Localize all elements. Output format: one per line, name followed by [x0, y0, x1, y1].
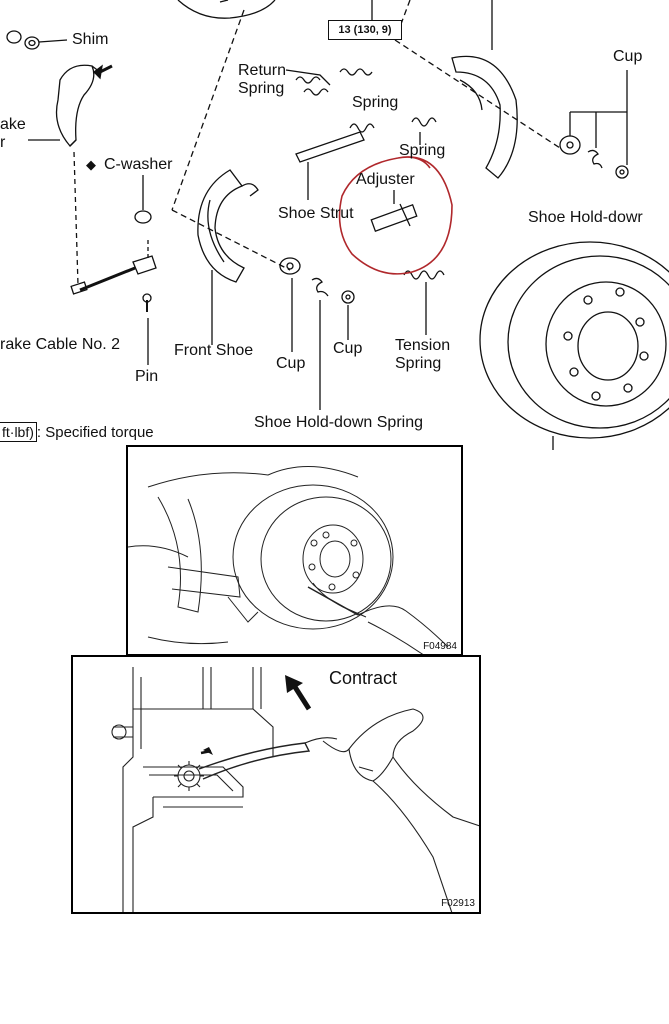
figure-panel-adjuster: Contract F02913 — [71, 655, 481, 914]
label-adjuster: Adjuster — [356, 171, 415, 188]
torque-spec-unit: ft·lbf) — [0, 422, 37, 442]
label-brake-cable: rake Cable No. 2 — [0, 336, 121, 353]
label-cup-right: Cup — [613, 48, 643, 65]
label-brake-lever-part1: ake — [0, 116, 26, 133]
label-cup-left: Cup — [276, 355, 306, 372]
label-shoe-strut: Shoe Strut — [278, 205, 354, 222]
label-pin: Pin — [135, 368, 159, 385]
label-spring-top: Spring — [352, 94, 399, 111]
contract-label: Contract — [329, 668, 398, 688]
label-shoe-hold-down-spring: Shoe Hold-down Spring — [254, 414, 423, 431]
torque-spec-text: : Specified torque — [36, 424, 154, 441]
label-cup-center: Cup — [333, 340, 363, 357]
label-front-shoe: Front Shoe — [174, 342, 254, 359]
label-brake-lever-part2: r — [0, 134, 6, 151]
figure-panel-drum: F04984 — [126, 445, 463, 656]
adjuster-highlight-circle — [338, 156, 453, 275]
label-return-spring-line2: Spring — [238, 80, 285, 97]
label-tension-spring-line1: Tension — [395, 337, 451, 354]
adjuster-illustration — [111, 667, 479, 912]
label-c-washer: C-washer — [104, 156, 173, 173]
exploded-view-drawing — [6, 0, 669, 450]
label-return-spring-line1: Return — [238, 62, 287, 79]
label-tension-spring-line2: Spring — [395, 355, 442, 372]
figure-code-panel2: F02913 — [441, 898, 475, 909]
drum-illustration — [128, 466, 449, 654]
bullet-icon: ◆ — [86, 157, 96, 172]
contract-arrow-icon — [292, 685, 312, 711]
torque-value-box: 13 (130, 9) — [328, 20, 402, 40]
label-shim: Shim — [72, 31, 109, 48]
label-shoe-hold-down-right: Shoe Hold-dowr — [528, 209, 643, 226]
label-spring-mid: Spring — [399, 142, 446, 159]
torque-spec-legend: ft·lbf): Specified torque — [0, 422, 154, 442]
figure-code-panel1: F04984 — [423, 641, 457, 652]
